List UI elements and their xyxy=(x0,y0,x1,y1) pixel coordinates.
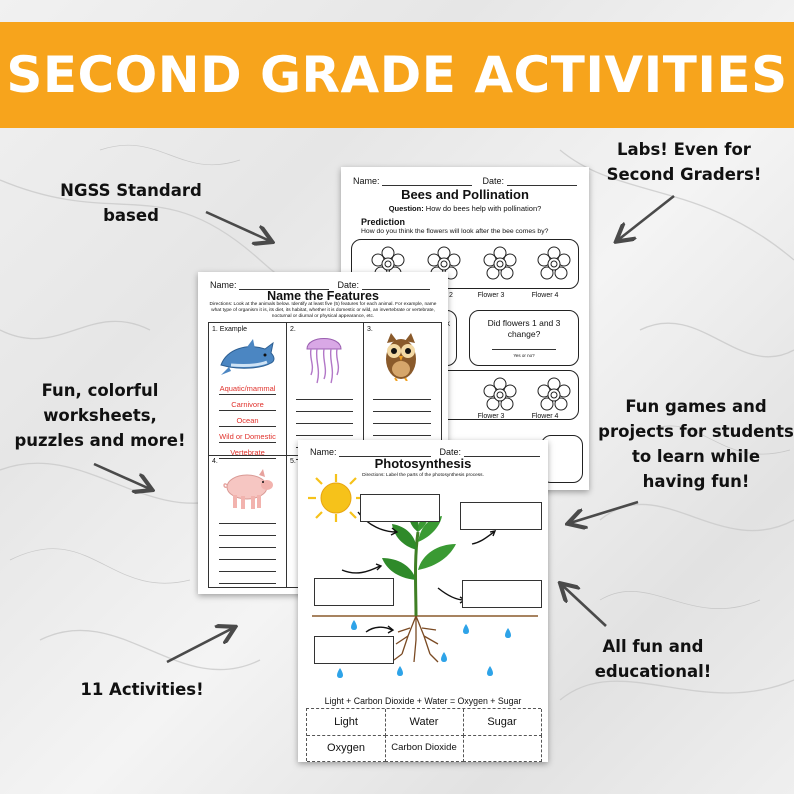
flower-row-icon xyxy=(371,246,571,280)
water-drop-icons xyxy=(337,620,511,678)
label-box-sugar[interactable] xyxy=(462,580,542,608)
feature-text: Aquatic/mammal xyxy=(219,384,276,395)
dolphin-icon xyxy=(220,339,275,375)
feature-text: Ocean xyxy=(219,415,276,427)
feature-text: Wild or Domestic xyxy=(219,432,276,443)
equation-text: Light + Carbon Dioxide + Water = Oxygen … xyxy=(324,696,522,706)
change-question-box: Did flowers 1 and 3 change? Yes or no? xyxy=(469,310,579,366)
word-bank-cell: Sugar xyxy=(463,709,542,736)
cell-label: 4. xyxy=(212,458,218,465)
word-bank-cell: Water xyxy=(385,709,464,736)
flower-row-icon xyxy=(483,377,571,411)
photosynthesis-worksheet: Name: Date: Photosynthesis Directions: L… xyxy=(298,440,548,762)
word-bank-cell: Oxygen xyxy=(307,735,386,762)
cell-label: 3. xyxy=(367,326,373,333)
banner-title: SECOND GRADE ACTIVITIES xyxy=(6,46,788,104)
label-box-oxygen[interactable] xyxy=(460,502,542,530)
date-label: Date: xyxy=(482,176,505,186)
cell-label: 1. Example xyxy=(212,326,248,333)
owl-icon xyxy=(386,333,416,381)
change-question: Did flowers 1 and 3 change? xyxy=(487,318,561,339)
sheet-title: Photosynthesis xyxy=(374,456,472,471)
title-banner: SECOND GRADE ACTIVITIES xyxy=(0,22,794,128)
flower-label: Flower 4 xyxy=(531,292,559,299)
directions-text: Directions: Label the parts of the photo… xyxy=(362,473,484,478)
label-box-light[interactable] xyxy=(360,494,440,522)
prediction-label: Prediction xyxy=(361,217,406,227)
name-label: Name: xyxy=(210,280,237,290)
callout-worksheets: Fun, colorful worksheets, puzzles and mo… xyxy=(14,381,186,450)
jellyfish-icon xyxy=(306,338,342,384)
callout-games: Fun games and projects for students to l… xyxy=(598,397,794,491)
label-box-carbon-dioxide[interactable] xyxy=(314,578,394,606)
word-bank-cell xyxy=(463,735,542,762)
flower-result-box xyxy=(351,370,579,420)
roots-icon xyxy=(393,615,439,663)
callout-educational: All fun and educational! xyxy=(594,637,712,681)
flower-prediction-box xyxy=(351,239,579,289)
question-text: How do bees help with pollination? xyxy=(425,204,542,213)
callout-ngss: NGSS Standard based xyxy=(60,181,202,225)
question-label: Question: xyxy=(388,204,424,213)
flower-label: Flower 3 xyxy=(477,413,505,420)
sun-icon xyxy=(308,474,364,522)
cell-label: 2. xyxy=(290,326,296,333)
label-box-water[interactable] xyxy=(314,636,394,664)
pig-icon xyxy=(223,469,273,509)
directions-text: Directions: Look at the animals below. I… xyxy=(209,302,437,319)
prediction-prompt: How do you think the flowers will look a… xyxy=(361,228,549,235)
name-label: Name: xyxy=(353,176,380,186)
date-label: Date: xyxy=(439,447,462,457)
word-bank-cell: Carbon Dioxide xyxy=(385,735,464,762)
question-line: Question: How do bees help with pollinat… xyxy=(341,204,589,213)
sheet-title: Bees and Pollination xyxy=(401,187,529,202)
name-label: Name: xyxy=(310,447,337,457)
features-grid: 1. Example 2. 3. 4. 5. Aquatic/mammal Ca… xyxy=(208,322,442,588)
flower-label: Flower 4 xyxy=(531,413,559,420)
sheet-title: Name the Features xyxy=(267,289,379,303)
feature-text: Carnivore xyxy=(219,399,276,411)
cell-label: 5. xyxy=(290,458,296,465)
word-bank: Light Water Sugar Oxygen Carbon Dioxide xyxy=(306,708,542,762)
date-label: Date: xyxy=(337,280,360,290)
flower-label: Flower 3 xyxy=(477,292,505,299)
feature-text: Vertebrate xyxy=(219,447,276,459)
callout-activities: 11 Activities! xyxy=(80,680,204,699)
flower-label: 2 xyxy=(449,292,453,299)
yes-no-hint: Yes or no? xyxy=(513,353,535,358)
callout-labs: Labs! Even for Second Graders! xyxy=(606,140,762,184)
word-bank-cell: Light xyxy=(307,709,386,736)
